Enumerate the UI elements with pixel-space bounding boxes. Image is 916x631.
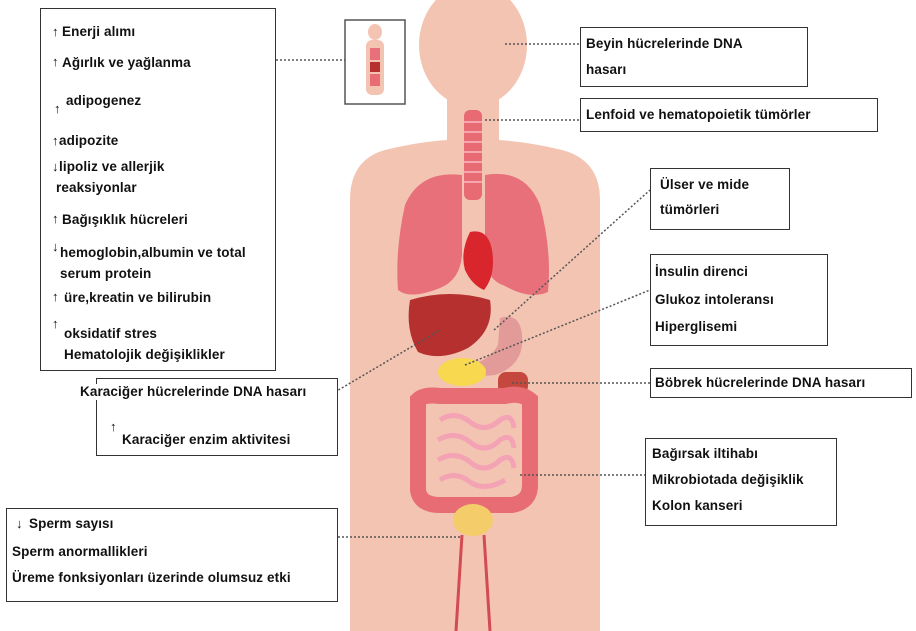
effect-urea: üre,kreatin ve bilirubin [64, 290, 211, 306]
liver-enzyme-activity: Karaciğer enzim aktivitesi [122, 432, 290, 448]
microbiota-change: Mikrobiotada değişiklik [652, 472, 804, 488]
arrow-up-icon: ↑ [52, 212, 59, 226]
arrow-up-icon: ↑ [52, 55, 59, 69]
lymphoid-tumors: Lenfoid ve hematopoietik tümörler [586, 107, 811, 123]
sperm-count: Sperm sayısı [29, 516, 114, 532]
colon-cancer: Kolon kanseri [652, 498, 743, 514]
effect-energy: Enerji alımı [62, 24, 135, 40]
brain-dna-damage-cont: hasarı [586, 62, 626, 78]
arrow-up-icon: ↑ [52, 290, 59, 304]
ulcer-stomach: Ülser ve mide [660, 177, 749, 193]
effect-oxidative: oksidatif stres [64, 326, 157, 342]
arrow-up-icon: ↑ [54, 102, 61, 116]
effect-adiposity: adipozite [59, 133, 118, 149]
ulcer-stomach-cont: tümörleri [660, 202, 719, 218]
effect-hemoglobin: hemoglobin,albumin ve total [60, 245, 246, 261]
effect-hemoglobin-cont: serum protein [60, 266, 151, 282]
glucose-intolerance: Glukoz intoleransı [655, 292, 774, 308]
arrow-up-icon: ↑ [52, 317, 59, 331]
arrow-up-icon: ↑ [110, 420, 117, 434]
arrow-down-icon: ↓ [16, 517, 23, 531]
thumbnail-body [366, 24, 384, 95]
liver-dna-damage: Karaciğer hücrelerinde DNA hasarı [78, 384, 308, 400]
effect-adipogenesis: adipogenez [66, 93, 141, 109]
sperm-abnormalities: Sperm anormallikleri [12, 544, 148, 560]
hyperglycemia: Hiperglisemi [655, 319, 737, 335]
brain-dna-damage: Beyin hücrelerinde DNA [586, 36, 743, 52]
arrow-down-icon: ↓ [52, 240, 59, 254]
intestinal-inflammation: Bağırsak iltihabı [652, 446, 758, 462]
insulin-resistance: İnsulin direnci [655, 264, 748, 280]
bladder [453, 504, 493, 536]
arrow-up-icon: ↑ [52, 134, 59, 148]
kidney-dna-damage: Böbrek hücrelerinde DNA hasarı [655, 375, 865, 391]
effect-lipolysis: lipoliz ve allerjik [59, 159, 164, 175]
effect-immune: Bağışıklık hücreleri [62, 212, 188, 228]
arrow-down-icon: ↓ [52, 160, 59, 174]
effect-lipolysis-cont: reaksiyonlar [56, 180, 137, 196]
effect-hematologic: Hematolojik değişiklikler [64, 347, 225, 363]
reproductive-function: Üreme fonksiyonları üzerinde olumsuz etk… [12, 570, 291, 586]
arrow-up-icon: ↑ [52, 25, 59, 39]
pancreas [438, 358, 486, 386]
trachea [464, 110, 482, 200]
effect-weight: Ağırlık ve yağlanma [62, 55, 191, 71]
